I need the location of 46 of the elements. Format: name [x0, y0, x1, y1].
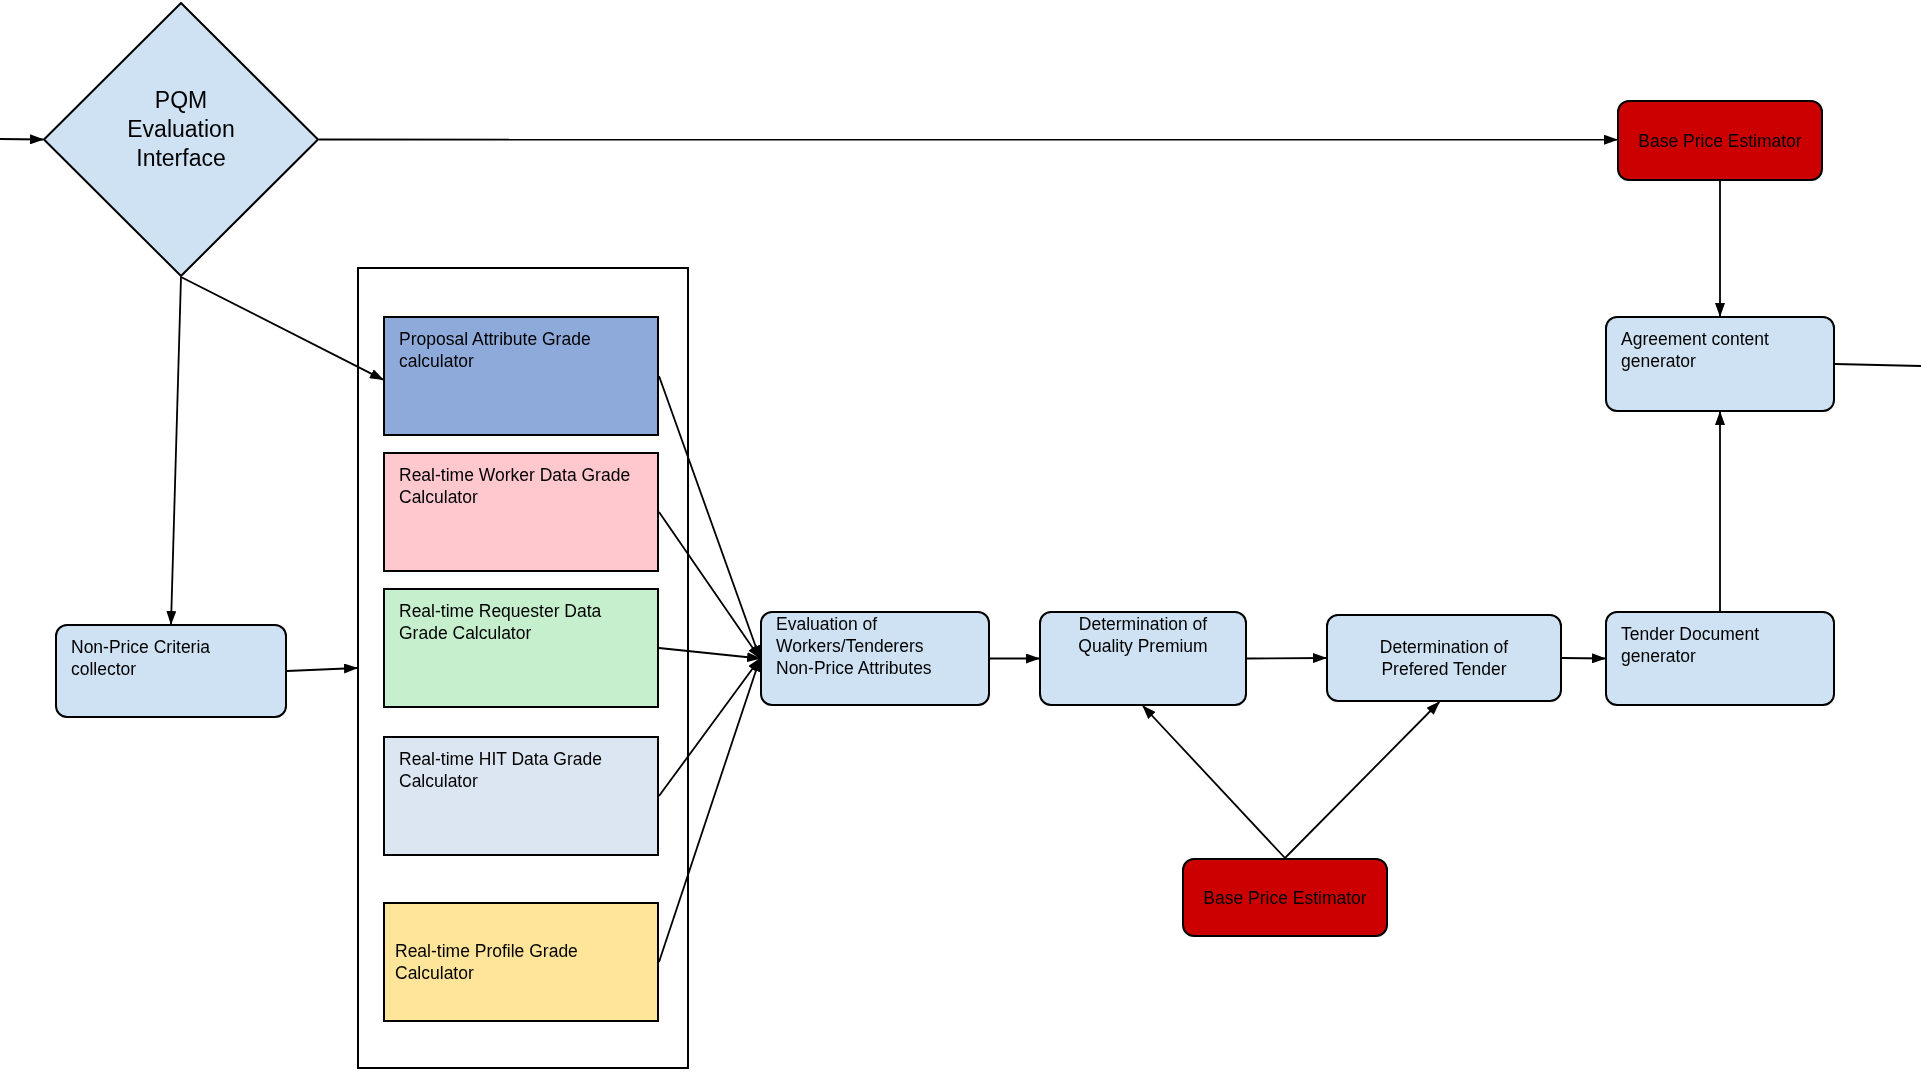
process-box	[1326, 614, 1562, 702]
arrow	[166, 276, 182, 625]
process-box	[383, 452, 659, 572]
node-label: Real-time Requester Data Grade Calculator	[399, 600, 603, 644]
group-frame	[357, 267, 689, 1069]
process-box	[383, 588, 659, 708]
arrow	[1246, 653, 1327, 664]
arrow	[318, 134, 1618, 145]
node-label: Real-time Profile Grade Calculator	[395, 940, 579, 984]
node-label: Real-time HIT Data Grade Calculator	[399, 748, 603, 792]
arrow	[0, 134, 44, 145]
node-label: Determination of Prefered Tender	[1378, 636, 1510, 680]
node-label: Agreement content generator	[1621, 328, 1770, 372]
arrow	[1561, 653, 1606, 664]
process-box	[1605, 611, 1835, 706]
arrow	[1715, 180, 1725, 317]
arrow	[1284, 701, 1441, 859]
arrow	[658, 657, 761, 797]
node-label: Tender Document generator	[1621, 623, 1761, 667]
node-label: Determination of Quality Premium	[1077, 613, 1209, 657]
process-box	[1617, 100, 1823, 181]
node-label: Base Price Estimator	[1203, 886, 1367, 909]
arrow	[286, 663, 358, 674]
arrow	[658, 375, 761, 660]
arrow	[658, 657, 761, 963]
node-label: Proposal Attribute Grade calculator	[399, 328, 592, 372]
arrow	[1142, 705, 1286, 859]
connector-line	[1834, 363, 1921, 367]
process-box	[383, 902, 659, 1022]
process-box	[383, 316, 659, 436]
process-box	[760, 611, 990, 706]
process-box	[1182, 858, 1388, 937]
process-box	[1605, 316, 1835, 412]
arrow	[658, 511, 761, 660]
process-box	[1039, 611, 1247, 706]
arrow	[989, 653, 1040, 664]
node-label: PQM Evaluation Interface	[126, 86, 236, 173]
process-box	[383, 736, 659, 856]
node-label: Evaluation of Workers/Tenderers Non-Price Attributes	[776, 613, 933, 679]
arrow	[180, 276, 384, 381]
node-label: Non-Price Criteria collector	[71, 636, 212, 680]
process-box	[55, 624, 287, 718]
arrow	[658, 647, 761, 663]
arrow	[1715, 411, 1725, 612]
node-label: Real-time Worker Data Grade Calculator	[399, 464, 632, 508]
node-label: Base Price Estimator	[1638, 129, 1802, 152]
